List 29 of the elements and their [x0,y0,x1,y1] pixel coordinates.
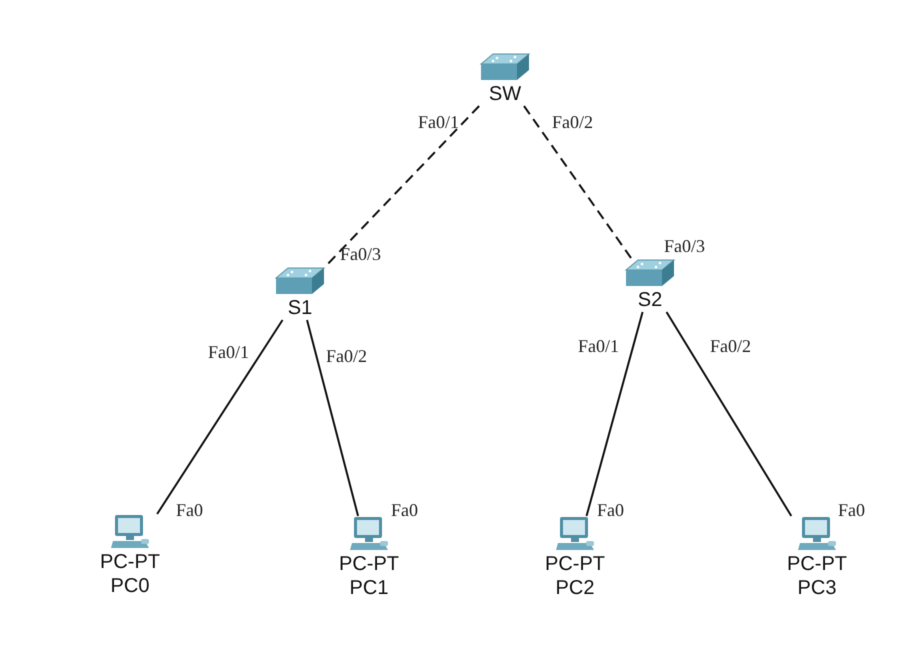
device-name: S1 [288,296,312,320]
crossover-cable [325,105,480,267]
device-name: PC1 [350,576,388,600]
crossover-cable [523,105,632,259]
device-name: S2 [638,288,662,312]
port-label: Fa0 [597,500,624,520]
device-model: PC-PT [787,552,847,576]
port-label: Fa0 [391,500,418,520]
device-model: PC-PT [545,552,605,576]
straight-cable [156,319,284,515]
device-name: PC3 [798,576,836,600]
port-label: Fa0 [176,500,203,520]
port-label: Fa0/2 [326,346,368,366]
port-label: Fa0/3 [664,236,706,256]
port-label: Fa0/1 [208,342,250,362]
port-label: Fa0 [838,500,865,520]
port-label: Fa0/3 [340,244,382,264]
straight-cable [666,311,792,517]
device-name: PC0 [110,574,150,598]
device-model: PC-PT [339,552,399,576]
port-label: Fa0/2 [552,112,594,132]
device-name: PC2 [556,576,594,600]
port-label: Fa0/1 [578,336,620,356]
device-model: PC-PT [100,550,160,574]
port-label: Fa0/2 [710,336,752,356]
port-label: Fa0/1 [418,112,460,132]
device-name: SW [488,82,522,106]
straight-cable [586,312,644,516]
straight-cable [306,320,360,516]
